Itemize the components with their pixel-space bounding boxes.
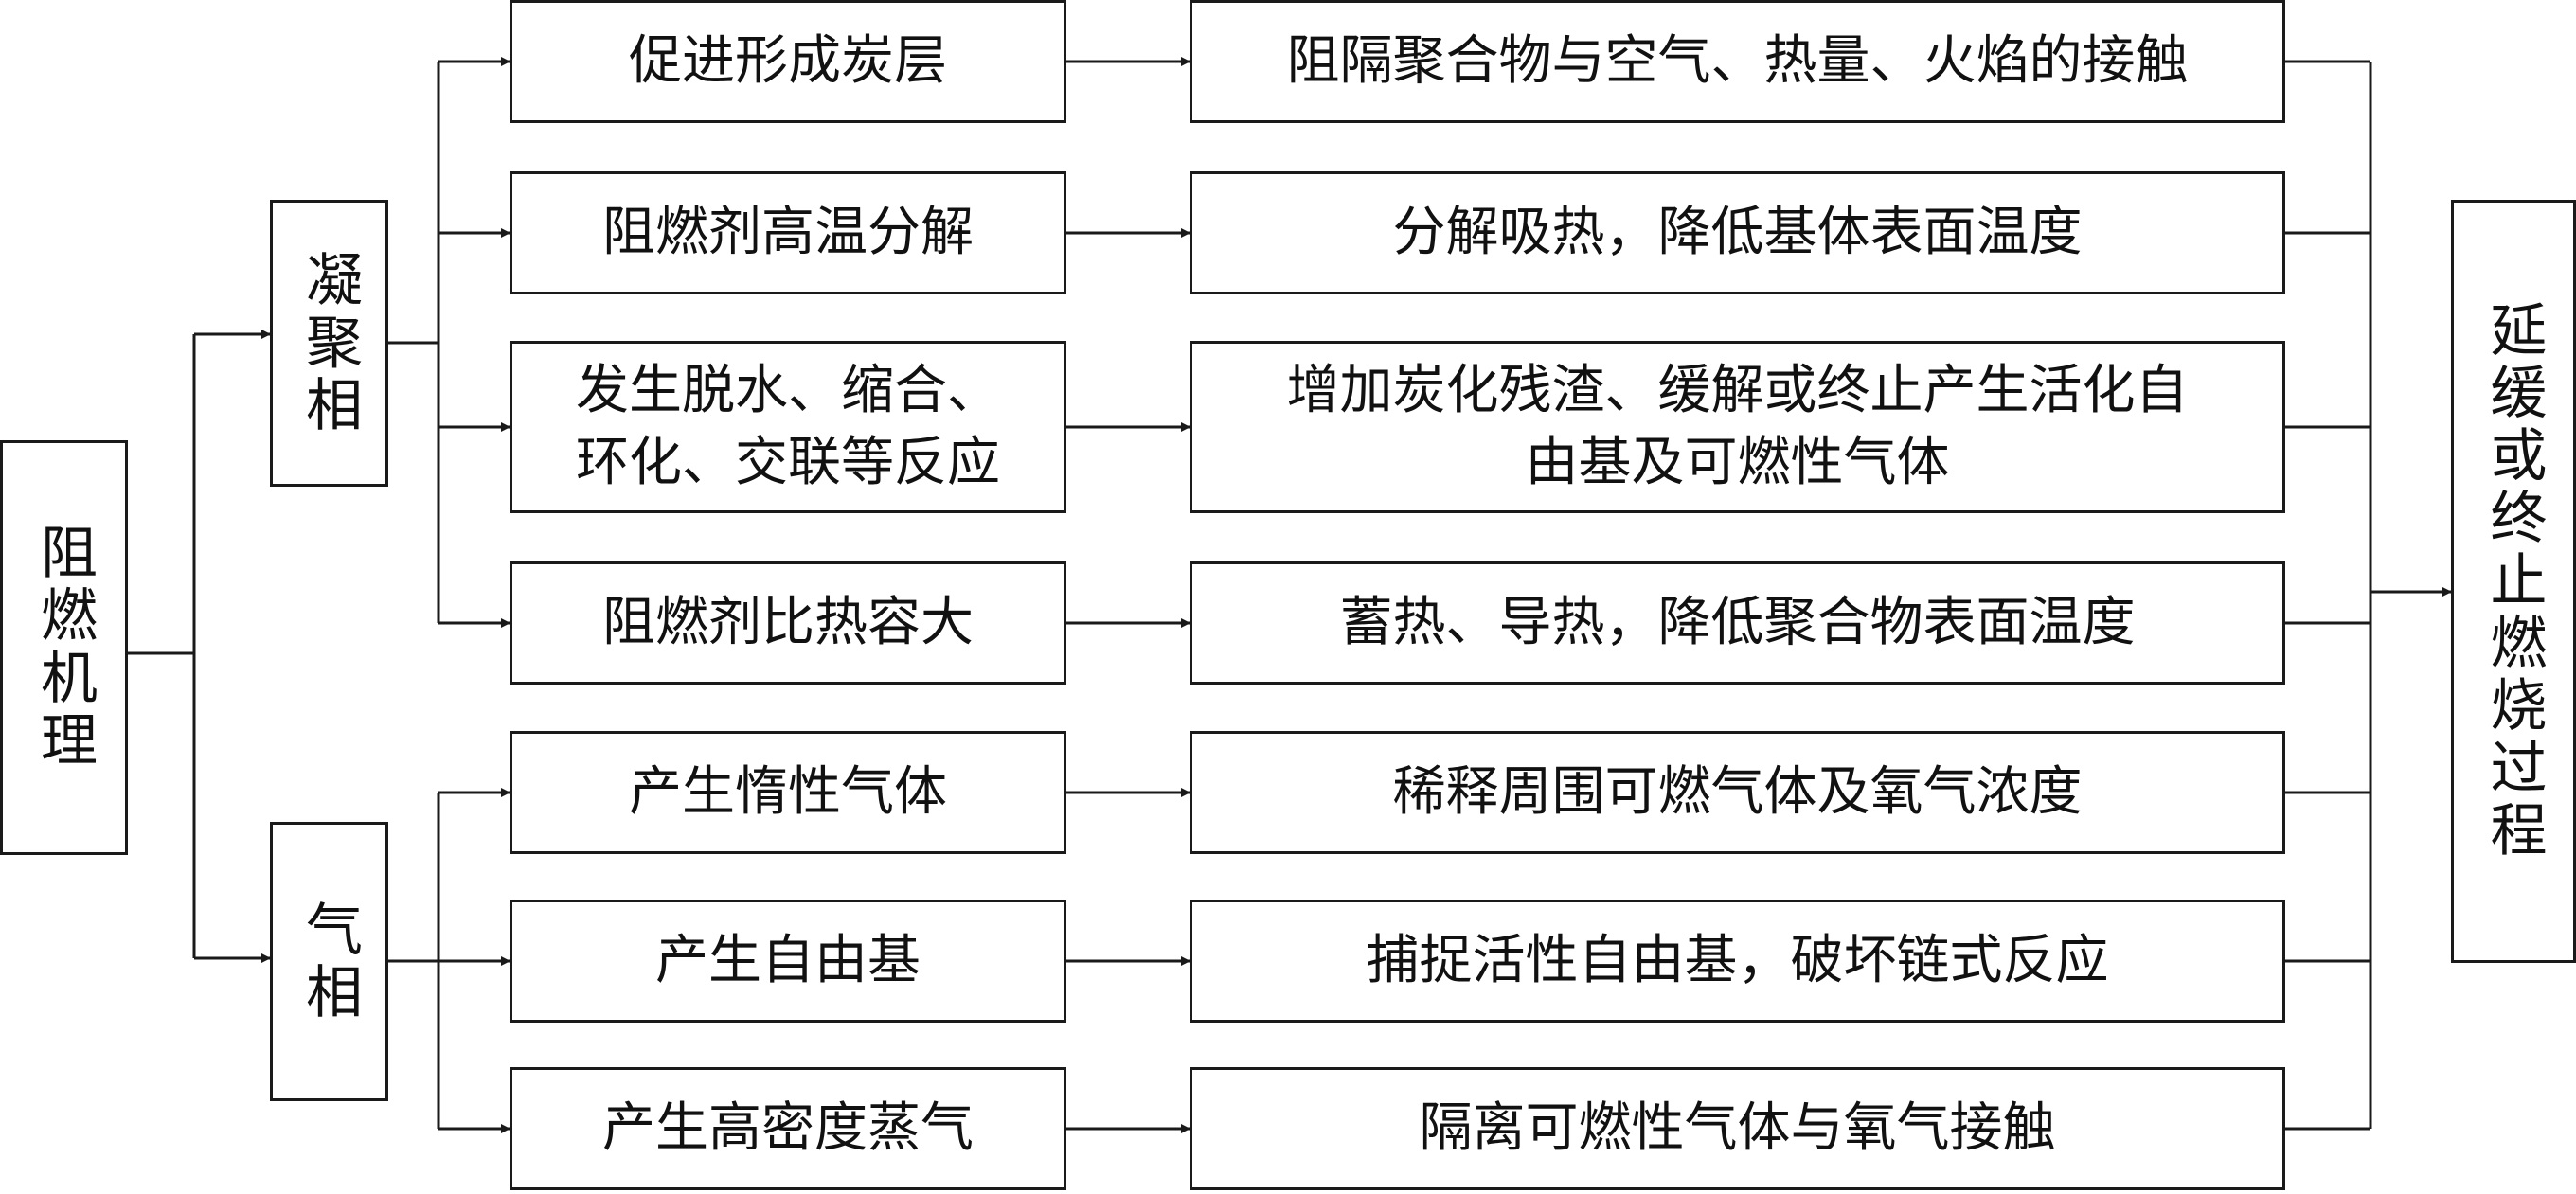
effect-box: 增加炭化残渣、缓解或终止产生活化自 由基及可燃性气体 <box>1190 341 2285 513</box>
condensed-phase-box: 凝聚相 <box>270 200 388 487</box>
effect-label: 阻隔聚合物与空气、热量、火焰的接触 <box>1286 30 2189 93</box>
effect-label: 捕捉活性自由基，破坏链式反应 <box>1366 930 2109 992</box>
mechanism-box: 促进形成炭层 <box>510 0 1066 123</box>
effect-box: 捕捉活性自由基，破坏链式反应 <box>1190 900 2285 1023</box>
root-box: 阻燃机理 <box>0 440 128 855</box>
mechanism-box: 阻燃剂高温分解 <box>510 171 1066 294</box>
effect-box: 蓄热、导热，降低聚合物表面温度 <box>1190 561 2285 685</box>
effect-label: 蓄热、导热，降低聚合物表面温度 <box>1339 592 2136 654</box>
mechanism-label: 阻燃剂高温分解 <box>602 202 974 264</box>
effect-box: 阻隔聚合物与空气、热量、火焰的接触 <box>1190 0 2285 123</box>
condensed-phase-label: 凝聚相 <box>295 249 363 437</box>
mechanism-label-line-2: 环化、交联等反应 <box>576 432 1000 493</box>
gas-phase-label: 气相 <box>295 899 363 1025</box>
effect-label-line-2: 由基及可燃性气体 <box>1525 432 1950 493</box>
effect-label: 稀释周围可燃气体及氧气浓度 <box>1392 761 2083 824</box>
mechanism-box: 产生自由基 <box>510 900 1066 1023</box>
outcome-box: 延缓或终止燃烧过程 <box>2451 200 2576 963</box>
mechanism-box: 阻燃剂比热容大 <box>510 561 1066 685</box>
effect-label: 分解吸热，降低基体表面温度 <box>1392 202 2083 264</box>
gas-phase-box: 气相 <box>270 822 388 1101</box>
mechanism-box: 产生高密度蒸气 <box>510 1067 1066 1190</box>
effect-label: 隔离可燃性气体与氧气接触 <box>1419 1097 2056 1160</box>
mechanism-box: 产生惰性气体 <box>510 731 1066 854</box>
mechanism-label: 产生惰性气体 <box>629 761 947 824</box>
effect-box: 稀释周围可燃气体及氧气浓度 <box>1190 731 2285 854</box>
outcome-label: 延缓或终止燃烧过程 <box>2480 300 2547 863</box>
effect-box: 分解吸热，降低基体表面温度 <box>1190 171 2285 294</box>
mechanism-box: 发生脱水、缩合、 环化、交联等反应 <box>510 341 1066 513</box>
mechanism-label: 阻燃剂比热容大 <box>602 592 974 654</box>
effect-box: 隔离可燃性气体与氧气接触 <box>1190 1067 2285 1190</box>
mechanism-label: 产生自由基 <box>655 930 921 992</box>
effect-label-line-1: 增加炭化残渣、缓解或终止产生活化自 <box>1286 360 2189 422</box>
root-label: 阻燃机理 <box>30 523 98 773</box>
mechanism-label-line-1: 发生脱水、缩合、 <box>576 360 1000 422</box>
mechanism-label: 促进形成炭层 <box>629 30 947 93</box>
mechanism-label: 产生高密度蒸气 <box>602 1097 974 1160</box>
